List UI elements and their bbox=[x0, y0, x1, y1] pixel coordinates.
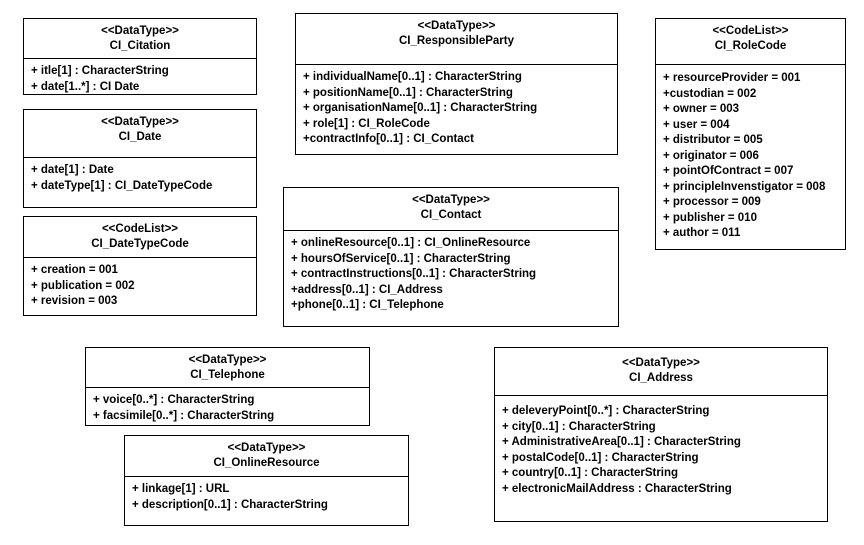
attribute: +phone[0..1] : CI_Telephone bbox=[291, 299, 444, 311]
attribute: + publisher = 010 bbox=[663, 211, 757, 224]
class-box-ci-citation: <<DataType>> CI_Citation + itle[1] : Cha… bbox=[23, 18, 257, 95]
class-header: <<CodeList>> CI_DateTypeCode bbox=[24, 217, 256, 258]
attribute: + deleveryPoint[0..*] : CharacterString bbox=[502, 405, 710, 417]
stereotype-label: <<DataType>> bbox=[188, 354, 267, 366]
attribute-list: + linkage[1] : URL + description[0..1] :… bbox=[125, 477, 408, 513]
class-box-ci-responsibleparty: <<DataType>> CI_ResponsibleParty + indiv… bbox=[295, 13, 618, 155]
attribute: + organisationName[0..1] : CharacterStri… bbox=[303, 102, 538, 114]
class-box-ci-date: <<DataType>> CI_Date + date[1] : Date + … bbox=[23, 109, 257, 208]
class-header: <<DataType>> CI_OnlineResource bbox=[125, 436, 408, 477]
attribute: + author = 011 bbox=[663, 227, 741, 239]
class-header: <<DataType>> CI_Date bbox=[24, 110, 256, 158]
attribute-list: + resourceProvider = 001 +custodian = 00… bbox=[656, 65, 845, 242]
attribute: + country[0..1] : CharacterString bbox=[502, 467, 679, 479]
attribute: + creation = 001 bbox=[31, 264, 118, 276]
attribute-list: + voice[0..*] : CharacterString + facsim… bbox=[86, 388, 369, 424]
attribute: + individualName[0..1] : CharacterString bbox=[303, 71, 522, 83]
attribute: + description[0..1] : CharacterString bbox=[132, 498, 328, 511]
class-header: <<DataType>> CI_Citation bbox=[24, 19, 256, 59]
attribute: + processor = 009 bbox=[663, 196, 761, 208]
attribute: + publication = 002 bbox=[31, 279, 135, 292]
attribute: +address[0..1] : CI_Address bbox=[291, 283, 443, 296]
attribute: + date[1] : Date bbox=[31, 164, 114, 176]
attribute: + onlineResource[0..1] : CI_OnlineResour… bbox=[291, 237, 531, 249]
class-name: CI_Contact bbox=[420, 209, 482, 221]
attribute-list: + individualName[0..1] : CharacterString… bbox=[296, 65, 617, 148]
attribute: + city[0..1] : CharacterString bbox=[502, 420, 656, 433]
attribute: +contractInfo[0..1] : CI_Contact bbox=[303, 133, 474, 145]
attribute-list: + creation = 001 + publication = 002 + r… bbox=[24, 258, 256, 310]
class-name: CI_Citation bbox=[109, 40, 171, 52]
attribute: + dateType[1] : CI_DateTypeCode bbox=[31, 179, 213, 192]
class-name: CI_RoleCode bbox=[714, 40, 787, 52]
attribute: + distributor = 005 bbox=[663, 134, 763, 146]
stereotype-label: <<CodeList>> bbox=[712, 25, 789, 37]
class-box-ci-datetypecode: <<CodeList>> CI_DateTypeCode + creation … bbox=[23, 216, 257, 316]
class-box-ci-contact: <<DataType>> CI_Contact + onlineResource… bbox=[283, 187, 619, 327]
attribute: + user = 004 bbox=[663, 118, 730, 131]
class-box-ci-address: <<DataType>> CI_Address + deleveryPoint[… bbox=[494, 347, 828, 522]
attribute: + principleInvenstigator = 008 bbox=[663, 180, 826, 193]
class-name: CI_Telephone bbox=[190, 369, 265, 381]
class-box-ci-onlineresource: <<DataType>> CI_OnlineResource + linkage… bbox=[124, 435, 409, 526]
attribute: + postalCode[0..1] : CharacterString bbox=[502, 451, 699, 464]
attribute: + pointOfContract = 007 bbox=[663, 165, 794, 177]
stereotype-label: <<DataType>> bbox=[412, 194, 490, 206]
attribute: + hoursOfService[0..1] : CharacterString bbox=[291, 252, 511, 265]
class-header: <<DataType>> CI_ResponsibleParty bbox=[296, 14, 617, 65]
stereotype-label: <<DataType>> bbox=[622, 357, 700, 369]
attribute: + electronicMailAddress : CharacterStrin… bbox=[502, 482, 732, 495]
attribute: + linkage[1] : URL bbox=[132, 483, 230, 495]
attribute: + itle[1] : CharacterString bbox=[31, 65, 169, 77]
attribute: + facsimile[0..*] : CharacterString bbox=[93, 409, 275, 422]
attribute: +custodian = 002 bbox=[663, 87, 757, 100]
attribute-list: + itle[1] : CharacterString + date[1..*]… bbox=[24, 59, 256, 95]
stereotype-label: <<DataType>> bbox=[417, 20, 496, 32]
attribute: + date[1..*] : CI Date bbox=[31, 80, 140, 93]
class-name: CI_Date bbox=[118, 131, 162, 143]
class-name: CI_ResponsibleParty bbox=[398, 35, 515, 47]
class-header: <<DataType>> CI_Contact bbox=[284, 188, 618, 231]
attribute: + voice[0..*] : CharacterString bbox=[93, 394, 255, 406]
class-header: <<DataType>> CI_Address bbox=[495, 348, 827, 396]
class-box-ci-rolecode: <<CodeList>> CI_RoleCode + resourceProvi… bbox=[655, 18, 846, 250]
stereotype-label: <<DataType>> bbox=[101, 116, 179, 128]
class-name: CI_OnlineResource bbox=[213, 457, 320, 469]
attribute: + contractInstructions[0..1] : Character… bbox=[291, 268, 537, 280]
attribute: + resourceProvider = 001 bbox=[663, 72, 801, 84]
stereotype-label: <<DataType>> bbox=[101, 25, 179, 37]
class-name: CI_DateTypeCode bbox=[91, 238, 189, 250]
class-header: <<CodeList>> CI_RoleCode bbox=[656, 19, 845, 65]
attribute-list: + deleveryPoint[0..*] : CharacterString … bbox=[495, 396, 827, 497]
stereotype-label: <<CodeList>> bbox=[101, 223, 179, 235]
attribute: + owner = 003 bbox=[663, 103, 740, 115]
class-header: <<DataType>> CI_Telephone bbox=[86, 348, 369, 388]
attribute-list: + onlineResource[0..1] : CI_OnlineResour… bbox=[284, 231, 618, 314]
attribute: + positionName[0..1] : CharacterString bbox=[303, 86, 513, 99]
attribute: + role[1] : CI_RoleCode bbox=[303, 117, 430, 130]
stereotype-label: <<DataType>> bbox=[227, 442, 306, 454]
attribute: + originator = 006 bbox=[663, 149, 759, 162]
class-name: CI_Address bbox=[629, 372, 693, 384]
class-box-ci-telephone: <<DataType>> CI_Telephone + voice[0..*] … bbox=[85, 347, 370, 426]
attribute-list: + date[1] : Date + dateType[1] : CI_Date… bbox=[24, 158, 256, 194]
attribute: + AdministrativeArea[0..1] : CharacterSt… bbox=[502, 436, 741, 448]
attribute: + revision = 003 bbox=[31, 295, 118, 307]
